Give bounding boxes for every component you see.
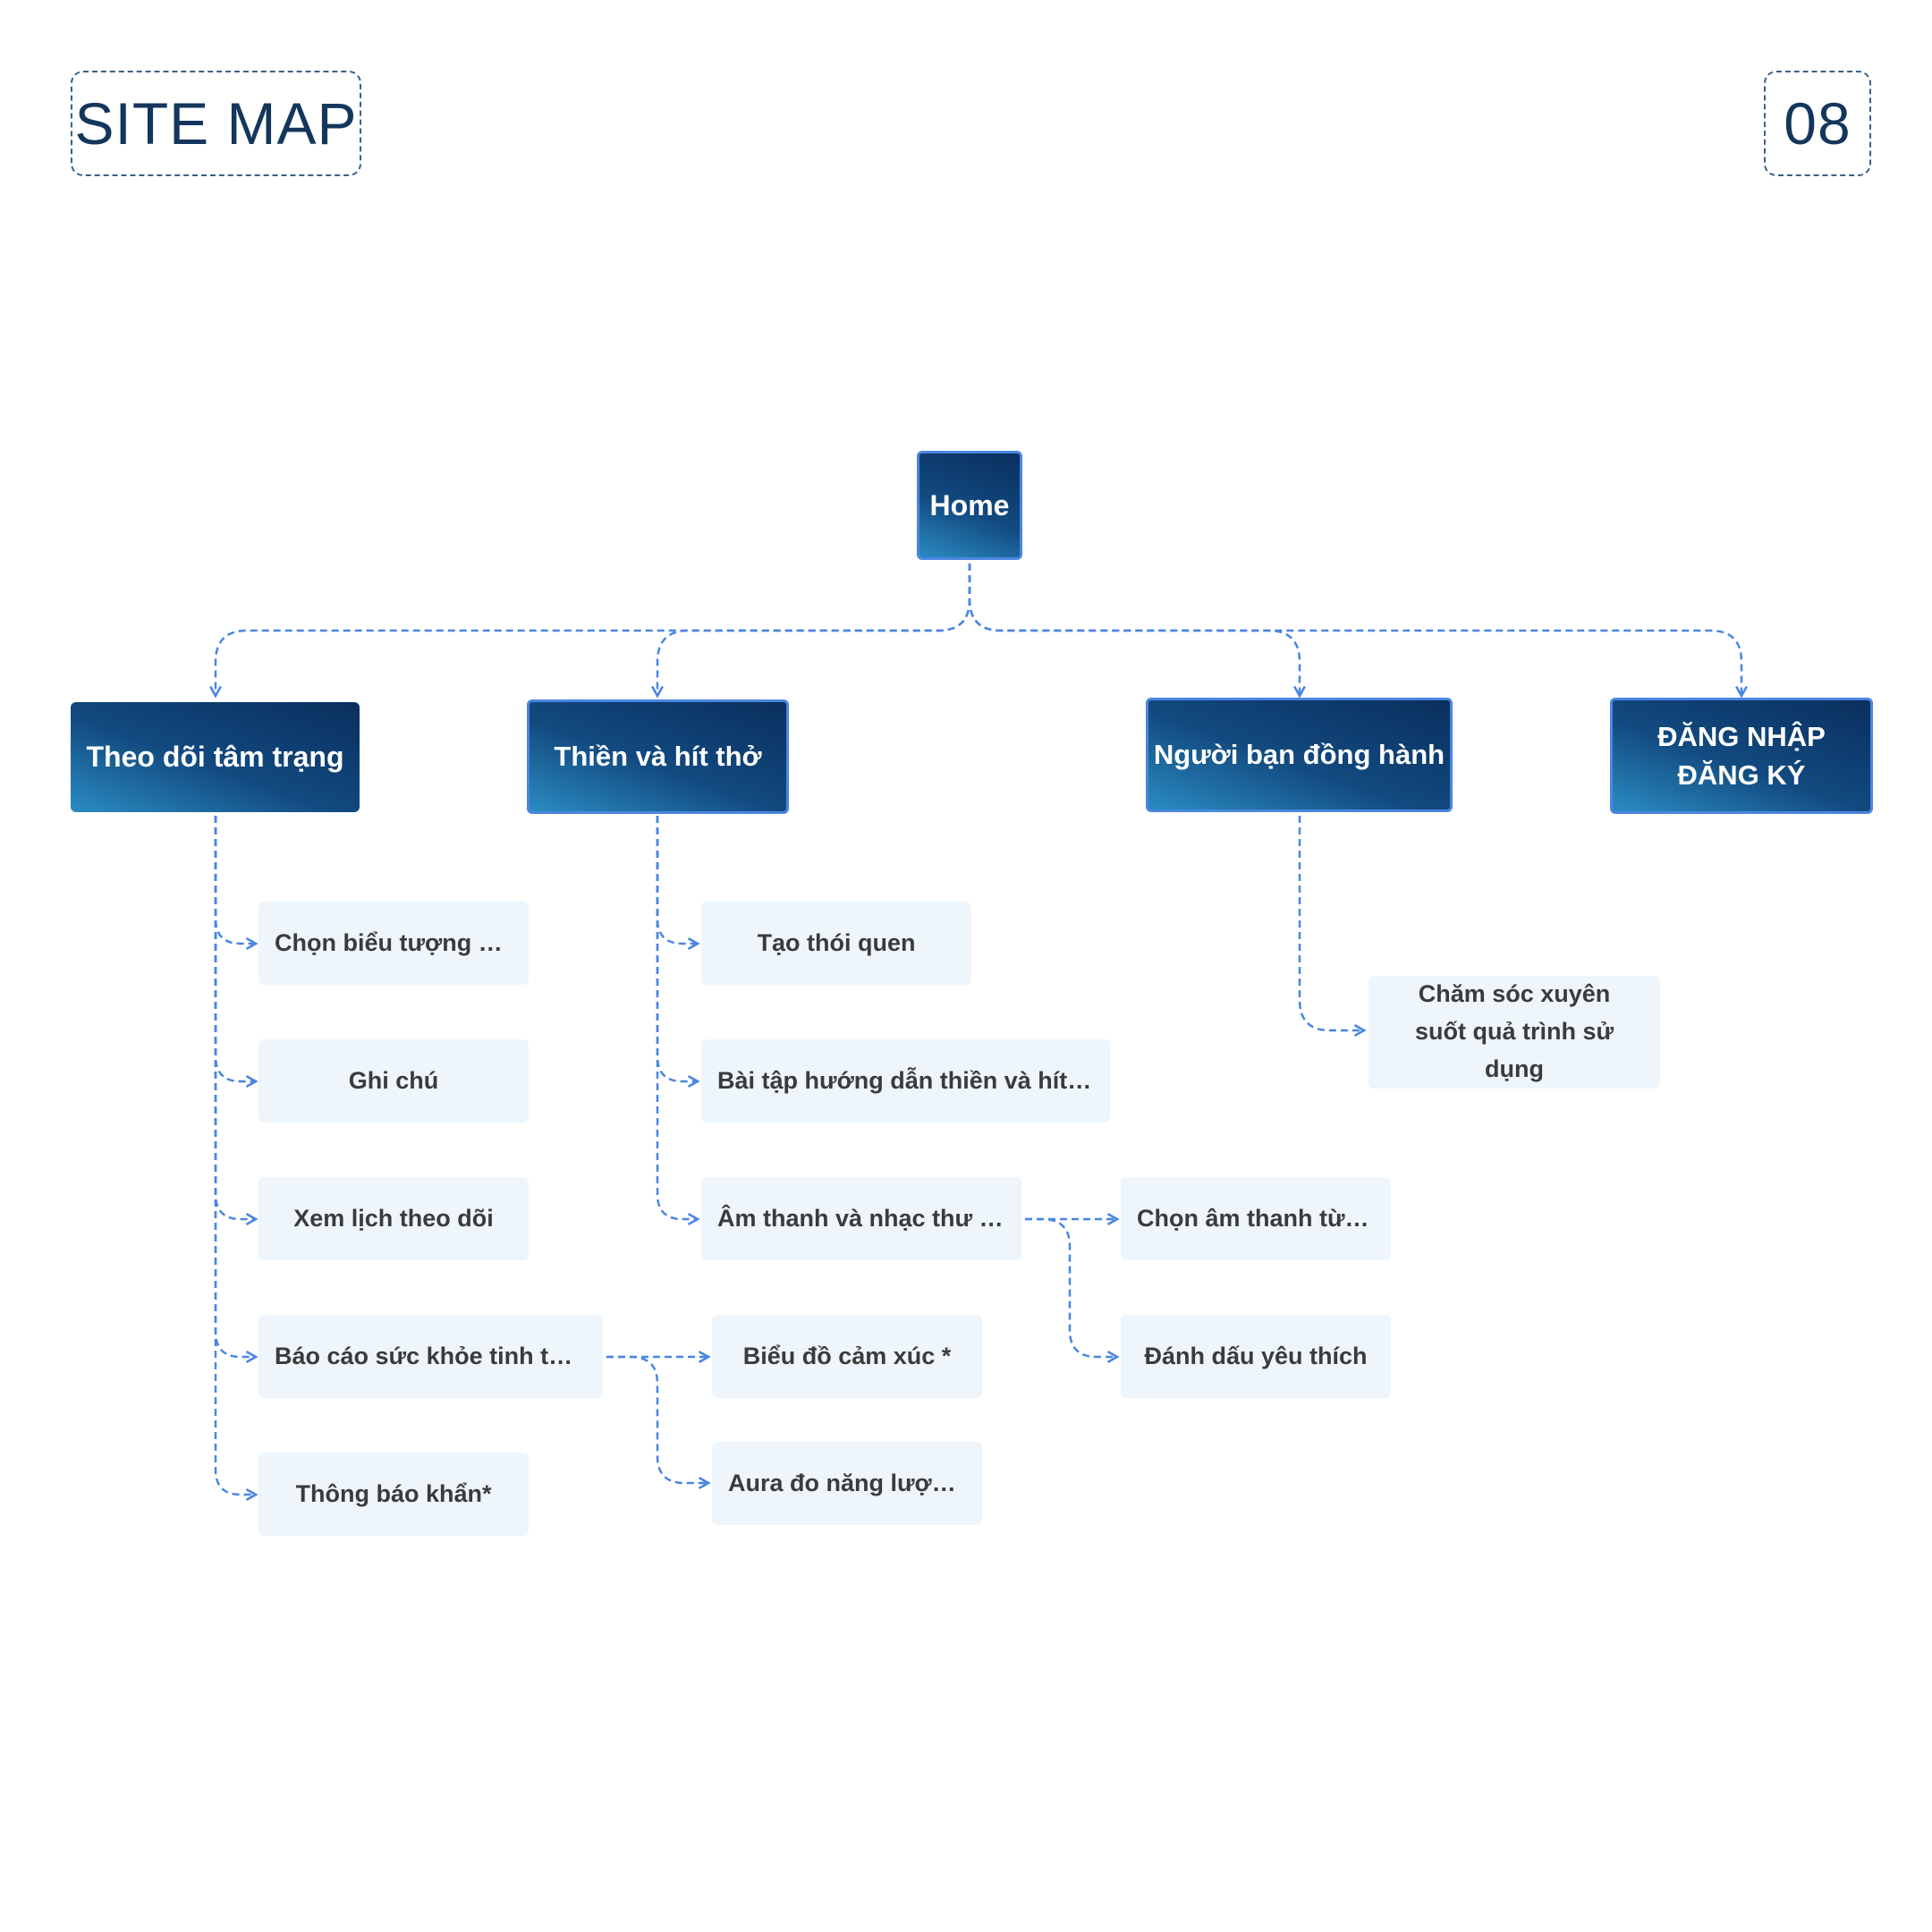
leaf-emergency-alert-label: Thông báo khẩn* [295, 1479, 492, 1507]
link-med-1 [656, 816, 698, 944]
link-home-auth [968, 564, 1741, 696]
node-meditation[interactable]: Thiền và hít thở [527, 699, 789, 814]
leaf-create-habit[interactable]: Tạo thói quen [701, 902, 971, 985]
link-med-2 [656, 816, 698, 1081]
link-home-meditation [657, 564, 971, 696]
page-number: 08 [1764, 71, 1871, 176]
link-mood-1 [214, 816, 256, 944]
leaf-aura-energy[interactable]: Aura đo năng lượng... [712, 1442, 982, 1525]
leaf-notes[interactable]: Ghi chú [258, 1039, 529, 1123]
leaf-create-habit-label: Tạo thói quen [757, 928, 916, 956]
node-auth-register: ĐĂNG KÝ [1677, 759, 1806, 791]
link-mood-2 [214, 816, 256, 1081]
node-mood-tracking[interactable]: Theo dõi tâm trạng [71, 702, 360, 812]
leaf-mental-health-report-label: Báo cáo sức khỏe tinh thần* [275, 1342, 587, 1369]
link-med-3 [656, 816, 698, 1219]
link-music-fav [1025, 1217, 1117, 1357]
link-mood-3 [214, 816, 256, 1219]
node-auth-login: ĐĂNG NHẬP [1657, 720, 1826, 752]
leaf-tracking-calendar-label: Xem lịch theo dõi [293, 1204, 494, 1232]
link-report-aura [606, 1355, 708, 1483]
leaf-mark-favorite-label: Đánh dấu yêu thích [1144, 1342, 1368, 1369]
node-auth[interactable]: ĐĂNG NHẬP ĐĂNG KÝ [1610, 698, 1873, 814]
node-mood-tracking-label: Theo dõi tâm trạng [86, 741, 344, 774]
leaf-notes-label: Ghi chú [348, 1066, 439, 1094]
leaf-choose-sound-label: Chọn âm thanh từ th... [1137, 1204, 1375, 1232]
node-home-label: Home [929, 488, 1010, 521]
node-companion[interactable]: Người bạn đồng hành [1146, 698, 1453, 812]
node-companion-label: Người bạn đồng hành [1153, 739, 1445, 771]
leaf-tracking-calendar[interactable]: Xem lịch theo dõi [258, 1177, 529, 1260]
leaf-emotion-chart-label: Biểu đồ cảm xúc * [742, 1342, 952, 1369]
leaf-relaxing-music-label: Âm thanh và nhạc thư giãn [717, 1204, 1005, 1232]
leaf-emotion-chart[interactable]: Biểu đồ cảm xúc * [712, 1315, 982, 1398]
link-companion-care [1298, 816, 1364, 1030]
node-home[interactable]: Home [917, 451, 1022, 560]
leaf-guided-exercises[interactable]: Bài tập hướng dẫn thiền và hít thở [701, 1039, 1110, 1123]
link-mood-4 [214, 816, 256, 1357]
leaf-relaxing-music[interactable]: Âm thanh và nhạc thư giãn [701, 1177, 1021, 1260]
leaf-mark-favorite[interactable]: Đánh dấu yêu thích [1121, 1315, 1391, 1398]
leaf-guided-exercises-label: Bài tập hướng dẫn thiền và hít thở [717, 1066, 1094, 1094]
leaf-continuous-care-label: Chăm sóc xuyên suốt quả trình sử dụng [1414, 980, 1614, 1082]
leaf-continuous-care[interactable]: Chăm sóc xuyên suốt quả trình sử dụng [1368, 976, 1660, 1089]
leaf-choose-sound[interactable]: Chọn âm thanh từ th... [1121, 1177, 1391, 1260]
leaf-choose-mood-icon[interactable]: Chọn biểu tượng cả... [258, 902, 529, 985]
leaf-choose-mood-icon-label: Chọn biểu tượng cả... [275, 928, 513, 956]
node-meditation-label: Thiền và hít thở [554, 741, 762, 773]
leaf-mental-health-report[interactable]: Báo cáo sức khỏe tinh thần* [258, 1315, 603, 1398]
page-title: SITE MAP [71, 71, 361, 176]
leaf-emergency-alert[interactable]: Thông báo khẩn* [258, 1453, 529, 1536]
link-mood-5 [214, 816, 256, 1495]
leaf-aura-energy-label: Aura đo năng lượng... [728, 1469, 966, 1496]
